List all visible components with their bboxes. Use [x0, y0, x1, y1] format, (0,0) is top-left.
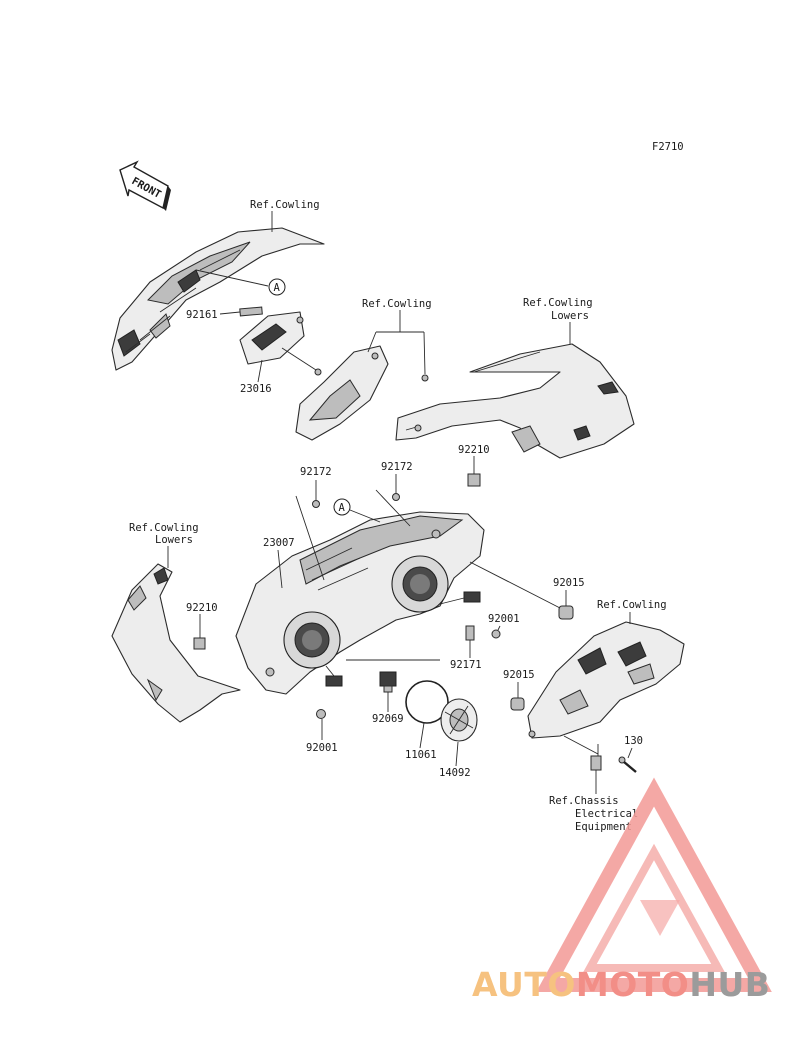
part-92015-upper-collar [558, 605, 574, 620]
part-92172-left-label: 92172 [300, 466, 332, 478]
figure-code: F2710 [652, 141, 684, 153]
part-23007-label: 23007 [263, 537, 295, 549]
leader-ref-cowling-mid [367, 310, 426, 375]
ref-cowling-lowers-left-2: Lowers [155, 534, 193, 546]
ref-chassis-label-2: Electrical [575, 808, 638, 820]
ref-cowling-mid-label: Ref.Cowling [362, 298, 432, 310]
part-92015-upper-label: 92015 [553, 577, 585, 589]
ref-chassis-label-3: Equipment [575, 821, 632, 833]
ref-cowling-lowers-left-1: Ref.Cowling [129, 522, 199, 534]
part-130-bolt [618, 756, 637, 773]
part-92015-lower-collar [510, 697, 525, 711]
ref-cowling-lowers-right-2: Lowers [551, 310, 589, 322]
part-92172-right-screw [392, 493, 400, 501]
part-92210-upper-label: 92210 [458, 444, 490, 456]
svg-text:A: A [274, 282, 281, 294]
upper-cowling-part [111, 227, 325, 371]
part-130-label: 130 [624, 735, 643, 747]
part-92069-bulb [379, 671, 397, 693]
part-92015-lower-label: 92015 [503, 669, 535, 681]
part-92172-left-screw [312, 500, 320, 508]
part-92210-upper-shape [467, 473, 481, 487]
callout-a-upper: A [195, 269, 286, 296]
part-92171-shape [465, 625, 475, 641]
ref-cowling-right-label: Ref.Cowling [597, 599, 667, 611]
part-92001-right-bolt [491, 629, 501, 639]
part-92171-label: 92171 [450, 659, 482, 671]
part-92161-shape [239, 306, 263, 317]
part-23016-bracket [239, 311, 322, 376]
part-92001-bottom-bolt [316, 709, 326, 719]
ref-cowling-lowers-right-1: Ref.Cowling [523, 297, 593, 309]
ref-cowling-top-label: Ref.Cowling [250, 199, 320, 211]
right-cowling-lower-part [395, 343, 635, 459]
callout-a-lower: A [333, 498, 381, 523]
automotohub-watermark: AUTOMOTOHUB [472, 777, 772, 1004]
part-92001-right-label: 92001 [488, 613, 520, 625]
part-92210-lower-label: 92210 [186, 602, 218, 614]
headlight-assembly-23007 [235, 511, 485, 695]
part-92069-label: 92069 [372, 713, 404, 725]
front-arrow-icon: FRONT [119, 160, 171, 211]
part-23016-label: 23016 [240, 383, 272, 395]
svg-text:A: A [339, 502, 346, 514]
part-11061-o-ring [405, 680, 449, 724]
part-92161-label: 92161 [186, 309, 218, 321]
part-14092-label: 14092 [439, 767, 471, 779]
part-92210-lower-shape [193, 637, 206, 650]
left-cowling-lower-part [111, 563, 241, 723]
part-14092-cap [440, 698, 478, 742]
ref-chassis-label-1: Ref.Chassis [549, 795, 619, 807]
part-92001-bottom-label: 92001 [306, 742, 338, 754]
part-11061-label: 11061 [405, 749, 437, 761]
part-92172-right-label: 92172 [381, 461, 413, 473]
middle-cowling-piece [295, 345, 429, 441]
watermark-triangle-logo [536, 777, 772, 992]
watermark-text: AUTOMOTOHUB [472, 965, 770, 1004]
right-cowling-bracket-part [527, 621, 685, 739]
chassis-tab-shape [590, 755, 602, 771]
